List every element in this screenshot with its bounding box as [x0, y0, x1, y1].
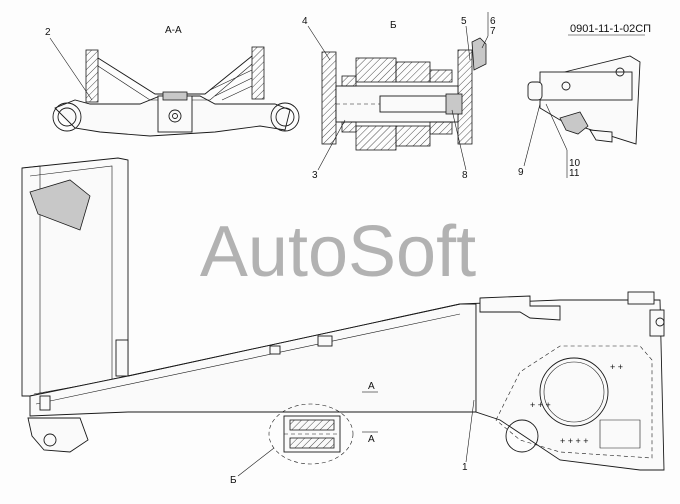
svg-text:+ + +: + + + — [530, 400, 551, 410]
svg-text:+ + + +: + + + + — [560, 436, 589, 446]
svg-text:+ +: + + — [610, 362, 623, 372]
section-aa-left-eye — [52, 102, 82, 132]
callout-6: 6 — [490, 16, 496, 27]
section-aa-right-post — [251, 46, 265, 100]
section-mark-a-bottom: А — [368, 434, 375, 445]
callout-4: 4 — [302, 16, 308, 27]
callout-3: 3 — [312, 170, 318, 181]
drawing-code-text: 0901-11-1-02СП — [570, 23, 651, 35]
callout-7: 7 — [490, 26, 496, 37]
drawing-code: 0901-11-1-02СП — [568, 23, 651, 36]
frame-top-plate — [29, 179, 91, 231]
callout-b-label: Б — [230, 475, 237, 486]
callout-b-circle — [268, 403, 354, 465]
view-b-left-plate — [321, 51, 337, 145]
section-mark-a-top: А — [368, 381, 375, 392]
section-aa-title: А-А — [165, 25, 182, 36]
callout-5: 5 — [461, 16, 467, 27]
section-aa-left-post — [85, 49, 99, 103]
callout-10: 10 — [569, 158, 581, 169]
section-aa-bracket — [157, 95, 193, 133]
frame-small-hole — [505, 419, 539, 453]
callout-9: 9 — [518, 167, 524, 178]
callout-11: 11 — [569, 168, 580, 179]
detail-knob — [527, 81, 543, 101]
section-aa-view: А-А 2 — [45, 25, 300, 137]
view-b-detail: Б 4 3 5 6 7 8 — [302, 12, 496, 181]
frame-large-hole — [539, 357, 609, 427]
callout-2: 2 — [45, 27, 51, 38]
view-b-pin — [471, 37, 487, 71]
frame-rear-plate — [459, 299, 665, 471]
main-frame-view: + + + + + + + + + А А Б 1 — [21, 157, 665, 486]
section-aa-right-eye — [270, 102, 300, 132]
callout-8: 8 — [462, 170, 468, 181]
view-b-title: Б — [390, 20, 397, 31]
watermark-text: AutoSoft — [200, 212, 476, 292]
frame-front-hook — [27, 417, 89, 453]
detail-bracket-view: 9 10 11 — [518, 55, 641, 179]
callout-1: 1 — [462, 462, 468, 473]
